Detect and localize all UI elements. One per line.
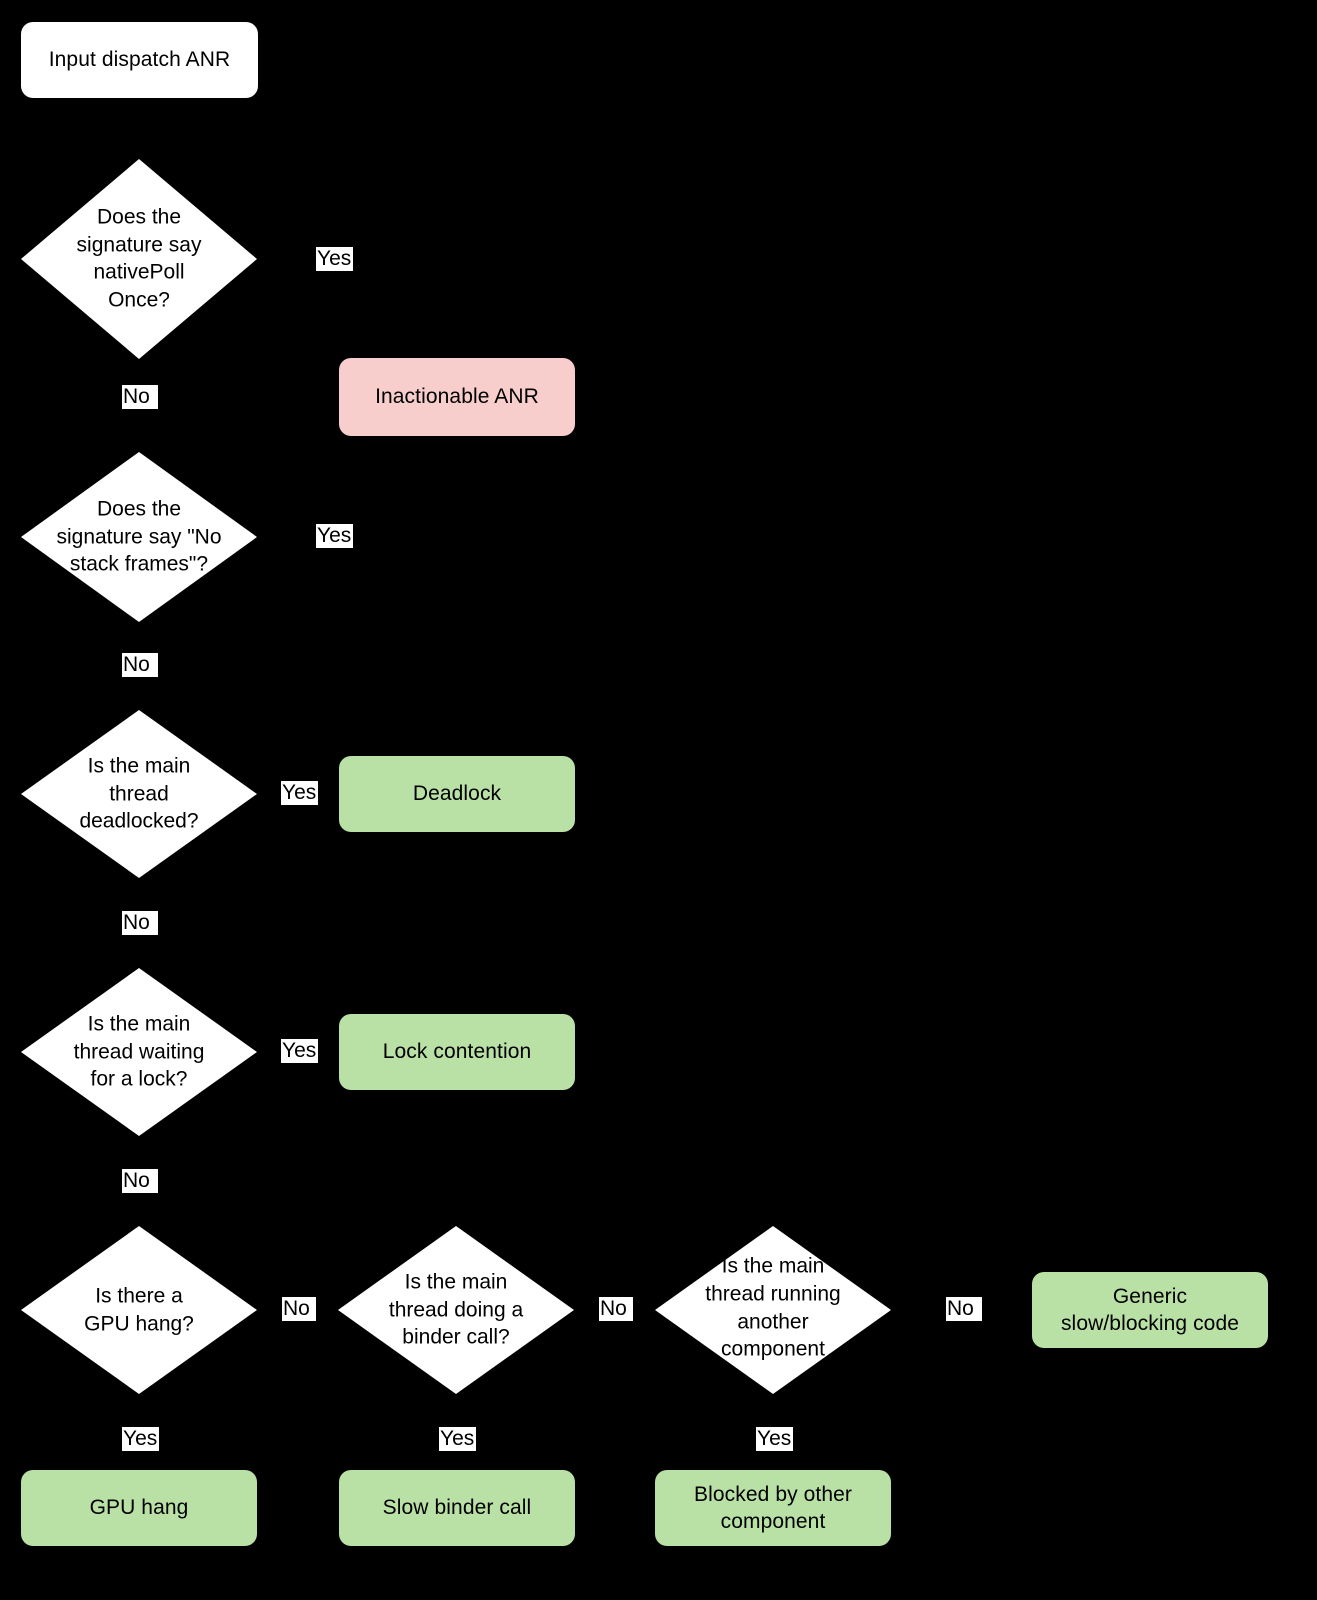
outcome-gpu-hang[interactable]: GPU hang	[21, 1470, 257, 1546]
node-label: Slow binder call	[382, 1496, 532, 1520]
edge-label-deadlocked-no: No	[122, 911, 158, 935]
outcome-lock-contention[interactable]: Lock contention	[339, 1014, 575, 1090]
edge-label-gpuhang-no: No	[282, 1297, 316, 1321]
edge-label-deadlocked-yes: Yes	[281, 781, 318, 805]
decision-main-thread-deadlocked[interactable]: Is the main thread deadlocked?	[21, 710, 257, 878]
edge-label-othercomponent-yes: Yes	[756, 1427, 793, 1451]
diamond-shape	[21, 710, 257, 878]
outcome-blocked-by-other-component[interactable]: Blocked by other component	[655, 1470, 891, 1546]
node-label: Inactionable ANR	[375, 385, 539, 409]
decision-nativepollonce[interactable]: Does the signature say nativePoll Once?	[21, 159, 257, 359]
node-label: GPU hang	[89, 1496, 189, 1520]
decision-waiting-for-lock[interactable]: Is the main thread waiting for a lock?	[21, 968, 257, 1136]
decision-gpu-hang[interactable]: Is there a GPU hang?	[21, 1226, 257, 1394]
edge-label-othercomponent-no: No	[946, 1297, 982, 1321]
node-input-dispatch-anr[interactable]: Input dispatch ANR	[21, 22, 258, 98]
diamond-shape	[655, 1226, 891, 1394]
outcome-inactionable-anr[interactable]: Inactionable ANR	[339, 358, 575, 436]
node-label: Lock contention	[382, 1040, 532, 1064]
node-label: Input dispatch ANR	[48, 48, 231, 72]
edge-label-nostackframes-yes: Yes	[316, 524, 353, 548]
edge-label-bindercall-yes: Yes	[439, 1427, 476, 1451]
decision-binder-call[interactable]: Is the main thread doing a binder call?	[338, 1226, 574, 1394]
diamond-shape	[21, 159, 257, 359]
decision-no-stack-frames[interactable]: Does the signature say "No stack frames"…	[21, 452, 257, 622]
outcome-slow-binder-call[interactable]: Slow binder call	[339, 1470, 575, 1546]
edge-label-nativepollonce-yes: Yes	[316, 247, 353, 271]
edge-label-gpuhang-yes: Yes	[122, 1427, 159, 1451]
node-label: Generic slow/blocking code	[1060, 1284, 1240, 1335]
diamond-shape	[21, 1226, 257, 1394]
edge-label-waitingforlock-no: No	[122, 1169, 158, 1193]
diamond-shape	[21, 968, 257, 1136]
edge-nativepollonce-yes	[257, 257, 466, 362]
outcome-deadlock[interactable]: Deadlock	[339, 756, 575, 832]
edge-label-bindercall-no: No	[599, 1297, 633, 1321]
decision-other-component[interactable]: Is the main thread running another compo…	[655, 1226, 891, 1394]
edge-label-nostackframes-no: No	[122, 653, 158, 677]
outcome-generic-slow-blocking-code[interactable]: Generic slow/blocking code	[1032, 1272, 1268, 1348]
diamond-shape	[21, 452, 257, 622]
diamond-shape	[338, 1226, 574, 1394]
node-label: Deadlock	[412, 782, 502, 806]
edge-label-nativepollonce-no: No	[122, 385, 158, 409]
node-label: Blocked by other component	[693, 1482, 853, 1533]
edge-label-waitingforlock-yes: Yes	[281, 1039, 318, 1063]
